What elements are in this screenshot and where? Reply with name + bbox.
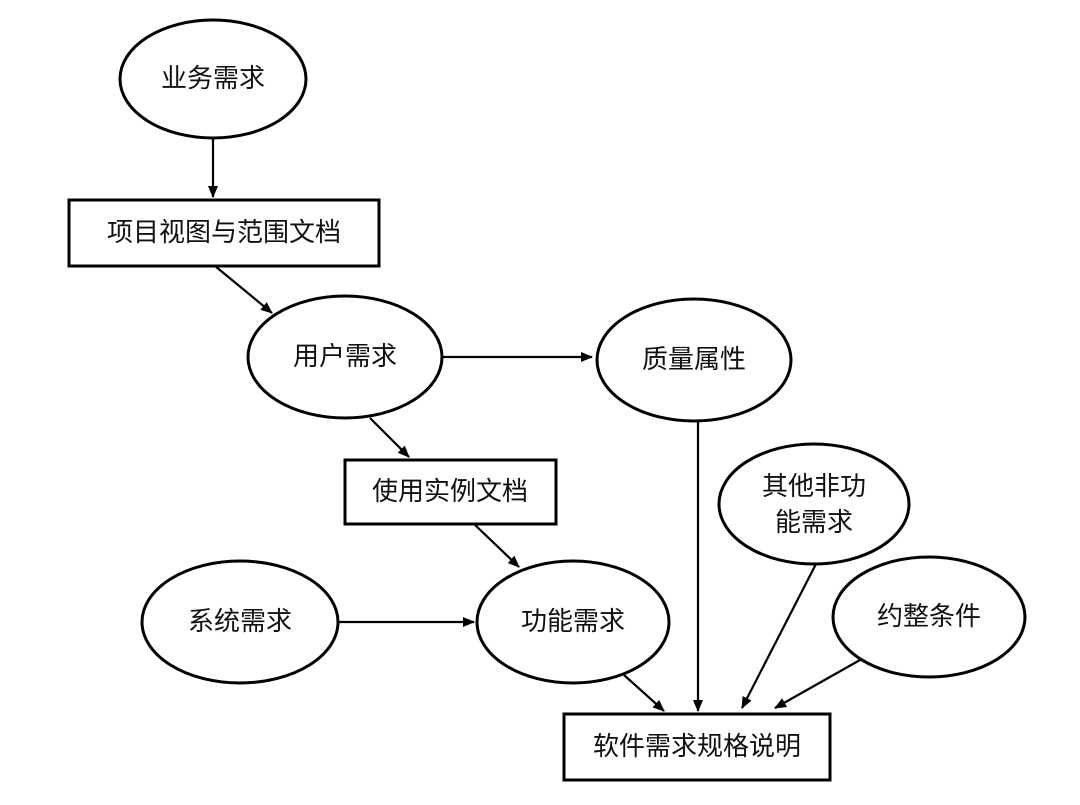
- edge-other-to-spec: [741, 561, 818, 709]
- node-software-requirements-spec: 软件需求规格说明: [562, 712, 832, 782]
- node-functional-requirements: 功能需求: [475, 559, 671, 685]
- edge-functional-to-spec: [623, 674, 665, 712]
- edge-user-to-usecase: [369, 417, 410, 458]
- node-system-requirements: 系统需求: [140, 559, 340, 685]
- node-label: 使用实例文档: [372, 477, 528, 507]
- node-vision-scope-document: 项目视图与范围文档: [67, 198, 381, 268]
- node-label: 质量属性: [642, 345, 746, 375]
- node-constraints: 约整条件: [831, 555, 1027, 679]
- node-use-case-document: 使用实例文档: [343, 458, 558, 526]
- edge-constraints-to-spec: [774, 659, 861, 709]
- node-quality-attributes: 质量属性: [595, 297, 793, 423]
- node-label: 约整条件: [877, 602, 981, 632]
- node-label: 功能需求: [521, 607, 625, 637]
- node-label: 用户需求: [293, 342, 397, 372]
- node-business-requirements: 业务需求: [118, 18, 308, 140]
- node-label: 系统需求: [188, 607, 292, 637]
- node-other-nonfunctional: 其他非功 能需求: [717, 442, 911, 566]
- node-label-line2: 能需求: [775, 508, 853, 538]
- edge-usecase-to-functional: [473, 523, 520, 568]
- node-user-requirements: 用户需求: [246, 294, 444, 420]
- node-label: 项目视图与范围文档: [107, 218, 341, 248]
- edges: [208, 138, 861, 712]
- node-label-line1: 其他非功: [762, 472, 866, 502]
- edge-vision-to-user: [214, 265, 273, 314]
- node-label: 业务需求: [161, 64, 265, 94]
- node-label: 软件需求规格说明: [593, 732, 801, 762]
